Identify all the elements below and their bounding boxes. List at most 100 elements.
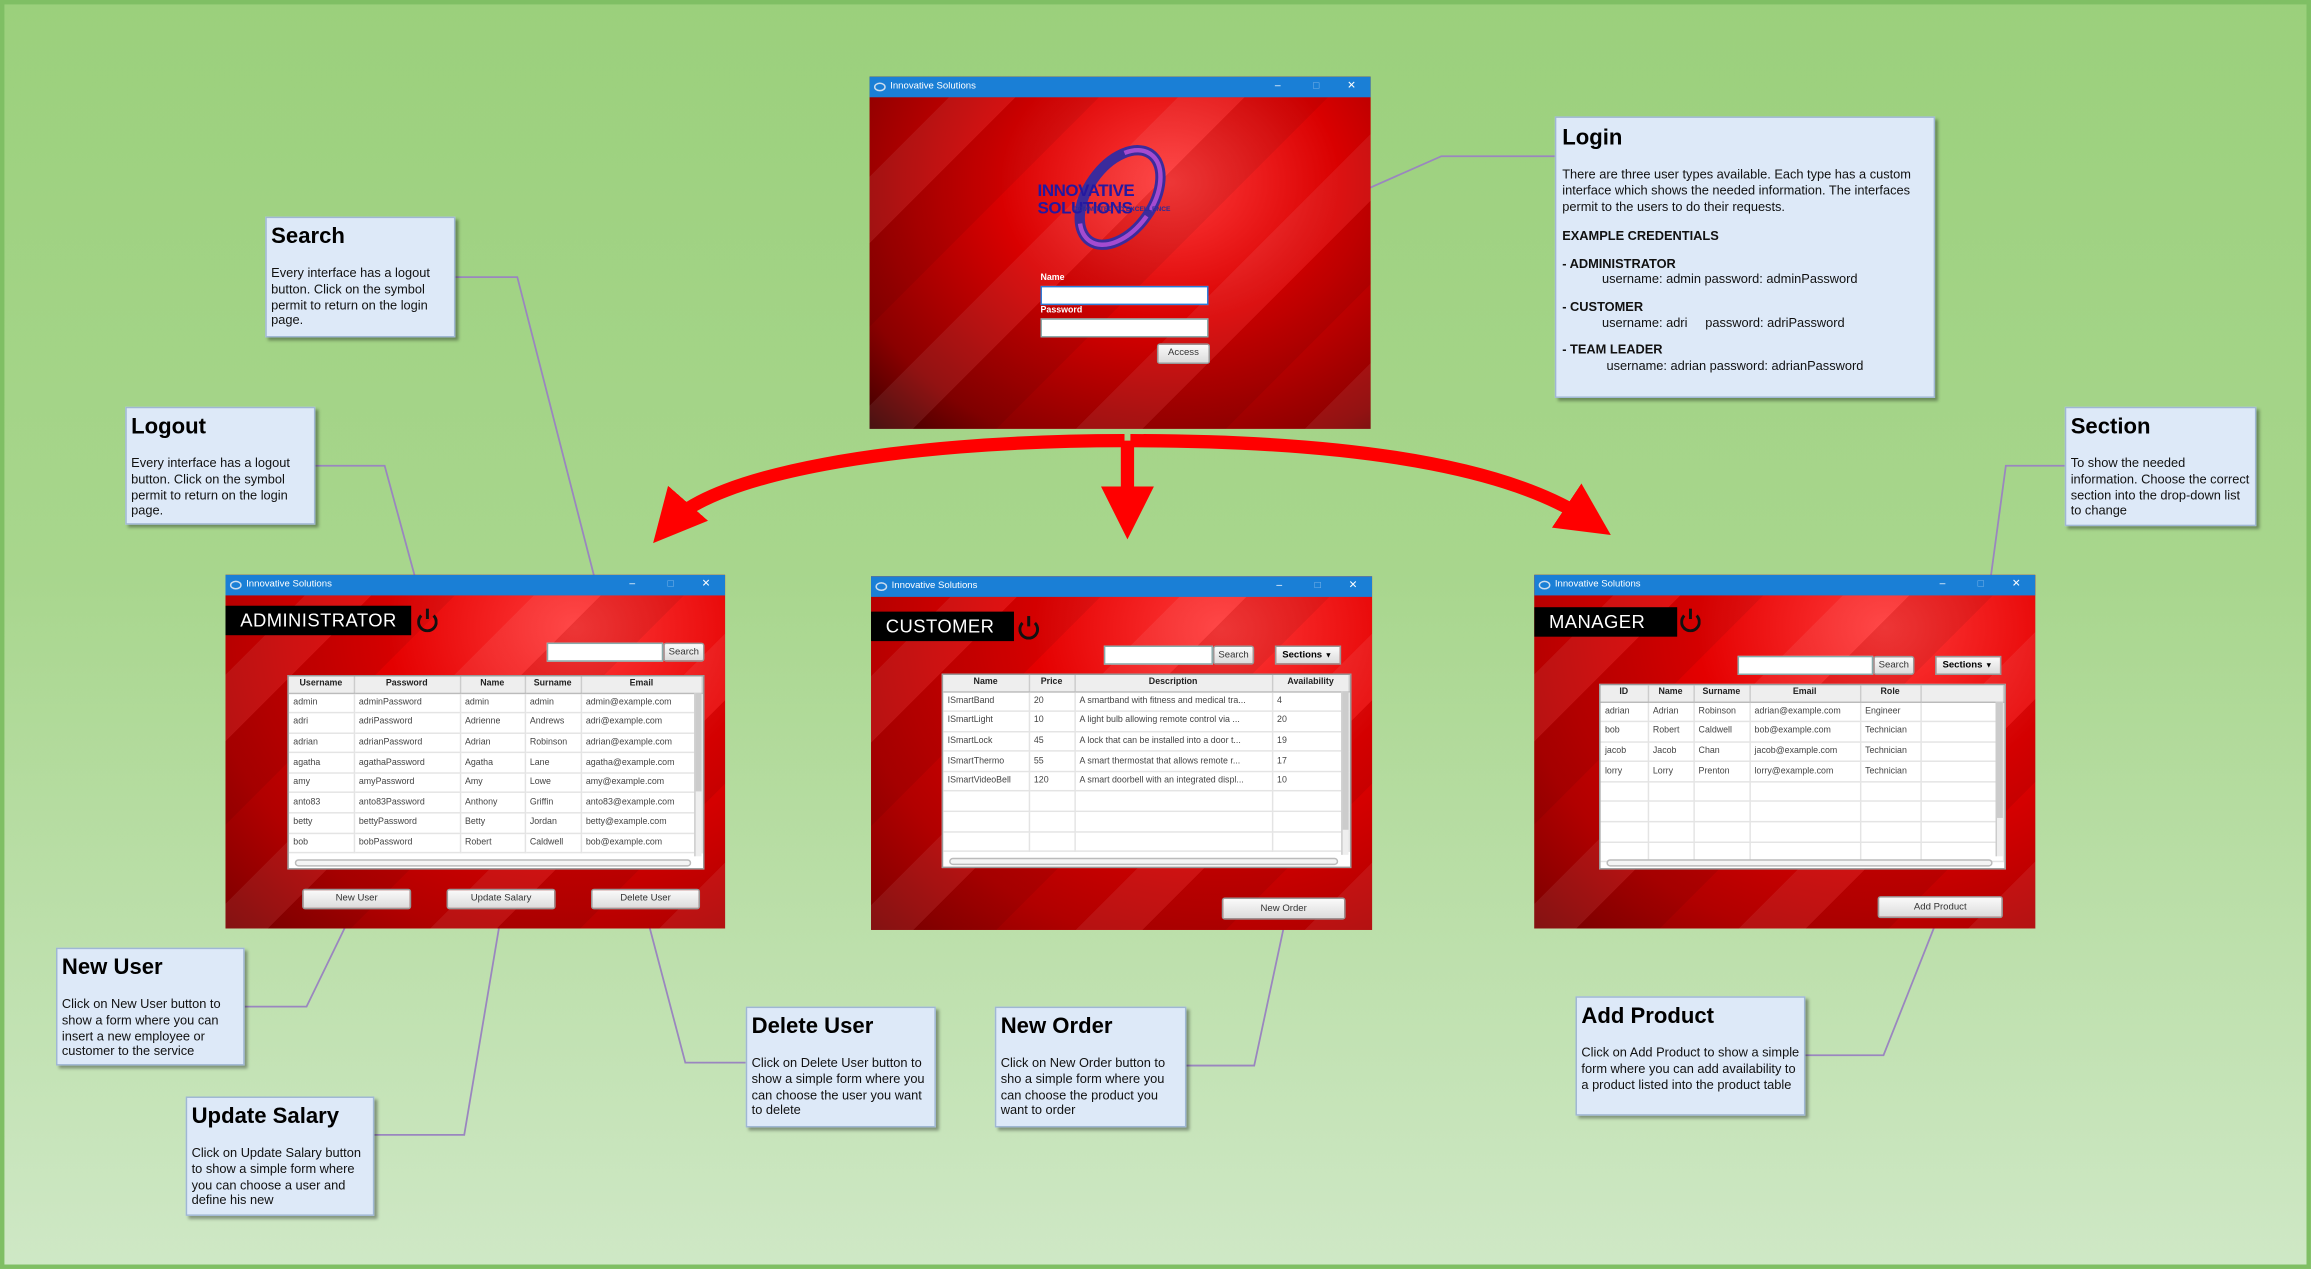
close-icon[interactable]: ✕	[1348, 580, 1358, 591]
table-cell: Technician	[1859, 761, 1922, 783]
password-input[interactable]	[1040, 318, 1209, 338]
customer-window: Innovative Solutions – □ ✕ CUSTOMER Sear…	[871, 576, 1373, 930]
table-cell: agathaPassword	[353, 752, 461, 774]
logout-power-icon[interactable]	[417, 608, 438, 633]
manager-sections-dropdown[interactable]: Sections ▼	[1935, 655, 2002, 676]
maximize-icon[interactable]: □	[1977, 579, 1984, 590]
note-update-salary: Update Salary Click on Update Salary but…	[185, 1096, 375, 1216]
maximize-icon[interactable]: □	[667, 579, 674, 590]
table-cell: 55	[1028, 751, 1076, 773]
column-header[interactable]: Surname	[1693, 685, 1751, 703]
minimize-icon[interactable]: –	[629, 579, 636, 590]
add-product-button[interactable]: Add Product	[1877, 896, 2003, 919]
column-header[interactable]: ID	[1600, 685, 1649, 703]
manager-search-input[interactable]	[1737, 655, 1874, 676]
table-row-empty	[943, 791, 1350, 813]
admin-search-button[interactable]: Search	[663, 642, 705, 662]
minimize-icon[interactable]: –	[1274, 81, 1281, 92]
new-user-button[interactable]: New User	[302, 888, 412, 910]
column-header[interactable]: Price	[1028, 675, 1076, 692]
access-button[interactable]: Access	[1156, 343, 1210, 365]
horizontal-scrollbar[interactable]	[294, 859, 692, 867]
close-icon[interactable]: ✕	[1347, 81, 1356, 92]
maximize-icon[interactable]: □	[1312, 81, 1320, 92]
table-cell: Betty	[459, 812, 526, 834]
column-header[interactable]: Description	[1074, 675, 1273, 692]
table-cell	[1920, 781, 2005, 803]
column-header[interactable]: Name	[943, 675, 1030, 692]
table-cell: Chan	[1693, 741, 1751, 763]
delete-user-button[interactable]: Delete User	[590, 888, 701, 910]
column-header[interactable]: Surname	[524, 676, 582, 694]
column-header[interactable]: Role	[1859, 685, 1922, 703]
manager-search-button[interactable]: Search	[1873, 655, 1915, 676]
note-search: Search Every interface has a logout butt…	[265, 216, 456, 338]
horizontal-scrollbar[interactable]	[949, 857, 1339, 866]
logout-power-icon[interactable]	[1018, 616, 1040, 640]
table-cell	[1749, 781, 1861, 803]
customer-search-button[interactable]: Search	[1212, 645, 1255, 665]
column-header[interactable]: Email	[580, 676, 703, 694]
vertical-scrollbar[interactable]	[1341, 691, 1349, 855]
name-input[interactable]	[1040, 285, 1209, 306]
horizontal-scrollbar[interactable]	[1606, 859, 1993, 867]
note-text: To show the needed information. Choose t…	[2070, 455, 2250, 518]
logout-power-icon[interactable]	[1680, 608, 1701, 633]
column-header[interactable]: Password	[353, 676, 461, 694]
note-title: Section	[2070, 414, 2151, 440]
table-cell	[1647, 821, 1695, 843]
maximize-icon[interactable]: □	[1314, 580, 1321, 591]
column-header[interactable]: Name	[1647, 685, 1695, 703]
customer-header: CUSTOMER	[871, 611, 1014, 642]
close-icon[interactable]: ✕	[701, 579, 711, 590]
column-header[interactable]: Availability	[1271, 675, 1350, 692]
table-cell: ISmartVideoBell	[943, 771, 1030, 793]
minimize-icon[interactable]: –	[1939, 579, 1946, 590]
column-header[interactable]: Email	[1749, 685, 1861, 703]
admin-search-input[interactable]	[546, 642, 664, 662]
new-order-button[interactable]: New Order	[1221, 897, 1346, 920]
table-cell	[1074, 791, 1273, 813]
table-cell: bettyPassword	[353, 812, 461, 834]
table-cell	[1271, 831, 1350, 853]
column-header[interactable]: Username	[288, 676, 355, 694]
close-icon[interactable]: ✕	[2011, 579, 2021, 590]
table-cell	[1600, 781, 1649, 803]
table-cell: A smartband with fitness and medical tra…	[1074, 691, 1273, 712]
table-cell	[1647, 801, 1695, 823]
table-cell	[1693, 781, 1751, 803]
column-header[interactable]: Name	[459, 676, 526, 694]
update-salary-button[interactable]: Update Salary	[446, 888, 556, 910]
arrow-to-manager	[1130, 434, 1611, 535]
vertical-scrollbar[interactable]	[694, 692, 702, 857]
table-cell: admin	[288, 692, 355, 714]
customer-search-input[interactable]	[1103, 645, 1213, 665]
customer-sections-dropdown[interactable]: Sections ▼	[1274, 645, 1342, 665]
table-cell: Jacob	[1647, 741, 1695, 763]
table-cell: A smart thermostat that allows remote r.…	[1074, 751, 1273, 773]
minimize-icon[interactable]: –	[1276, 580, 1283, 591]
table-cell: Robert	[459, 832, 526, 854]
vertical-scrollbar[interactable]	[1995, 701, 2003, 857]
